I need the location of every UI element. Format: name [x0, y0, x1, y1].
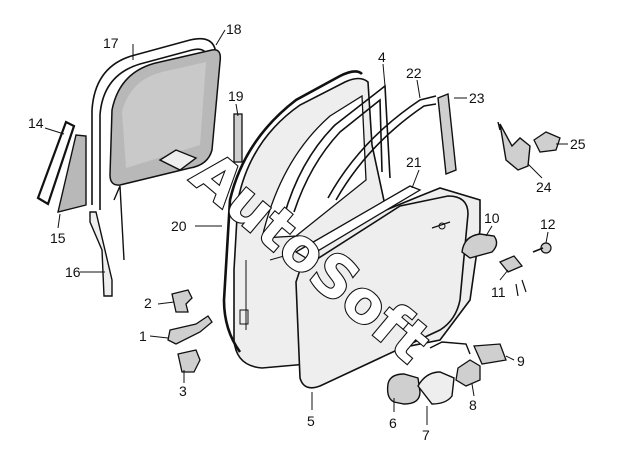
door-latch-24 [497, 121, 531, 171]
callout-6: 6 [389, 415, 397, 431]
hinge-check-1 [167, 315, 213, 345]
callout-4: 4 [378, 49, 386, 65]
callout-7: 7 [422, 427, 430, 443]
callout-22: 22 [406, 65, 422, 81]
callout-21: 21 [406, 154, 422, 170]
callout-2: 2 [144, 295, 152, 311]
callout-23: 23 [469, 90, 485, 106]
callout-25: 25 [570, 136, 586, 152]
callout-labels: 1 2 3 4 5 6 7 8 9 10 11 12 14 15 16 17 1… [28, 21, 586, 443]
callout-12: 12 [540, 216, 556, 232]
callout-10: 10 [484, 210, 500, 226]
handle-bezel-7 [417, 371, 455, 405]
hinge-lower-3 [177, 349, 201, 373]
door-skin-5 [295, 195, 469, 389]
door-weatherstrip-20 [222, 70, 363, 353]
inside-handle-6 [386, 373, 421, 405]
callout-18: 18 [226, 21, 242, 37]
window-frame-4 [283, 84, 391, 217]
key-12 [532, 242, 552, 254]
striker-25 [533, 131, 561, 153]
callout-14: 14 [28, 115, 44, 131]
door-glass-18 [109, 49, 222, 186]
callout-3: 3 [179, 383, 187, 399]
outside-handle-10 [461, 233, 498, 259]
inner-belt-21 [294, 185, 422, 259]
callout-8: 8 [469, 397, 477, 413]
lock-rod-9 [429, 341, 507, 365]
hinge-upper-2 [171, 289, 193, 313]
quarter-glass-15 [57, 134, 87, 213]
callout-9: 9 [517, 353, 525, 369]
callout-11: 11 [491, 284, 506, 300]
callout-1: 1 [139, 328, 147, 344]
handle-mechanism-8 [455, 359, 481, 387]
callout-19: 19 [228, 88, 244, 104]
run-channel-16 [89, 149, 198, 297]
quarter-glass-seal-14 [36, 120, 76, 206]
callout-20: 20 [171, 218, 187, 234]
callout-5: 5 [307, 413, 315, 429]
callout-24: 24 [536, 179, 552, 195]
callout-17: 17 [103, 35, 119, 51]
callout-15: 15 [50, 230, 66, 246]
leader-lines [44, 29, 568, 425]
pillar-trim-23 [437, 93, 457, 175]
lock-cylinder-11 [498, 255, 527, 297]
callout-16: 16 [65, 264, 81, 280]
belt-molding-22 [327, 95, 437, 201]
